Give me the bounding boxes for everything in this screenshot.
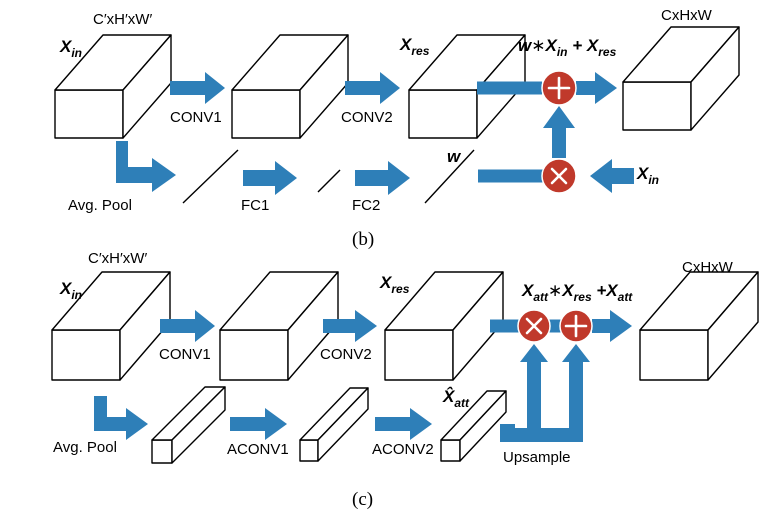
conv1-output-box (231, 34, 349, 139)
aconv2-label-c: ACONV2 (372, 441, 434, 458)
avg-pool-label-c: Avg. Pool (53, 439, 117, 456)
multiply-operator-icon-c (517, 309, 551, 343)
w-label: w (447, 147, 462, 166)
fc1-label: FC1 (241, 197, 269, 214)
aconv1-label-c: ACONV1 (227, 441, 289, 458)
x-att-hat-label: X̂att (442, 386, 470, 410)
diagram-b: C′xH′xW′ Xin Xres w∗Xin + Xres CxHxW CON… (54, 7, 740, 250)
output-arrow-c (592, 310, 632, 342)
fc2-vector (424, 149, 475, 204)
caption-c: (c) (352, 489, 373, 510)
input-tensor-box-c (51, 271, 171, 381)
aconv1-bar-c (299, 387, 369, 462)
output-dims-label: CxHxW (661, 7, 713, 24)
conv2-label-c: CONV2 (320, 346, 372, 363)
conv2-arrow (345, 72, 400, 104)
fc2-arrow (355, 161, 410, 195)
x-in-right-label: Xin (636, 164, 659, 187)
add-operator-icon (541, 70, 577, 106)
conv1-label-c: CONV1 (159, 346, 211, 363)
upsample-path (500, 344, 590, 442)
x-in-arrow (590, 159, 634, 193)
output-dims-label-c: CxHxW (682, 259, 734, 276)
conv1-output-box-c (219, 271, 339, 381)
output-tensor-box (622, 26, 740, 131)
input-dims-label: C′xH′xW′ (93, 11, 152, 28)
upsample-label: Upsample (503, 449, 571, 466)
fc1-arrow (243, 161, 297, 195)
attention-bar-c (440, 390, 507, 462)
input-dims-label-c: C′xH′xW′ (88, 250, 147, 267)
output-arrow (576, 72, 617, 104)
conv1-arrow (170, 72, 225, 104)
x-in-label-c: Xin (59, 279, 82, 302)
avg-pool-vector (182, 149, 239, 204)
fc2-label: FC2 (352, 197, 380, 214)
formula-label-c: Xatt∗Xres +Xatt (521, 281, 633, 304)
residual-box-c (384, 271, 504, 381)
x-in-label: Xin (59, 37, 82, 60)
conv1-label: CONV1 (170, 109, 222, 126)
aconv2-arrow-c (375, 408, 432, 440)
avg-pool-bar-c (151, 386, 226, 464)
formula-label: w∗Xin + Xres (518, 36, 617, 59)
avg-pool-arrow (116, 141, 176, 192)
avg-pool-arrow-c (94, 396, 148, 440)
x-res-label: Xres (399, 35, 430, 58)
output-tensor-box-c (639, 271, 759, 381)
diagram-c: C′xH′xW′ Xin Xres Xatt∗Xres +Xatt CxHxW … (51, 250, 759, 510)
fc1-vector (317, 169, 341, 193)
conv2-label: CONV2 (341, 109, 393, 126)
add-operator-icon-c (559, 309, 593, 343)
multiply-operator-icon (541, 158, 577, 194)
conv2-arrow-c (323, 310, 377, 342)
x-res-label-c: Xres (379, 273, 410, 296)
avg-pool-label: Avg. Pool (68, 197, 132, 214)
multiply-to-add-arrow (543, 106, 575, 158)
conv1-arrow-c (160, 310, 215, 342)
caption-b: (b) (352, 229, 374, 250)
aconv1-arrow-c (230, 408, 287, 440)
input-tensor-box (54, 34, 172, 139)
